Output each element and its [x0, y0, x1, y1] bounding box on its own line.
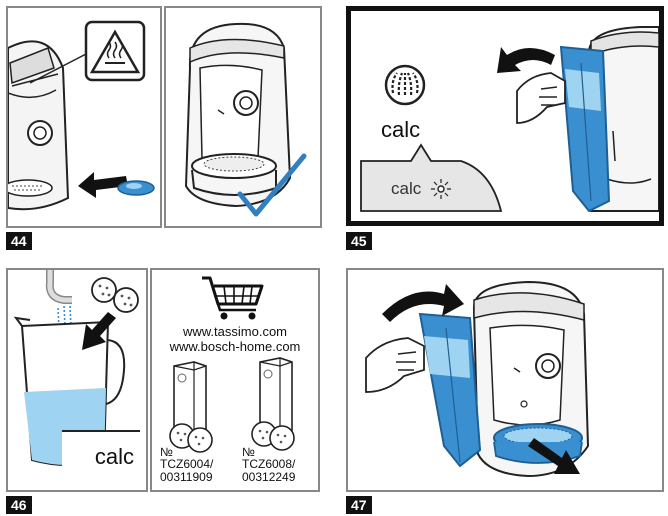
jug-calc-label: calc — [94, 444, 134, 469]
control-panel-display — [360, 143, 503, 212]
product-1-code-line-1: TCZ6004/ — [160, 457, 214, 471]
step-45-panel: calc calc — [346, 6, 664, 226]
machine-assembled-illustration — [184, 22, 292, 208]
blinking-light-icon — [431, 179, 451, 199]
insert-tray-arrow-icon — [78, 172, 155, 198]
step-46-left-panel: calc — [6, 268, 148, 492]
product-1-code-line-2: 00311909 — [160, 470, 213, 484]
step-44-right-panel — [164, 6, 322, 228]
machine-with-tank-illustration — [516, 26, 659, 213]
product-2-code-line-2: 00312249 — [242, 470, 296, 484]
hot-surface-warning-icon — [84, 20, 146, 82]
calc-indicator-icon — [384, 64, 426, 106]
step-44-left-panel — [6, 6, 162, 228]
machine-drip-tray-illustration — [8, 40, 89, 211]
calc-indicator-label: calc — [381, 117, 421, 142]
pull-tank-arrow-icon — [497, 47, 555, 73]
step-number-47: 47 — [346, 496, 372, 514]
step-number-45: 45 — [346, 232, 372, 250]
step-47-panel — [346, 268, 664, 492]
checkmark-icon — [237, 153, 307, 217]
descaler-package-1 — [169, 361, 213, 453]
push-tank-arrow-icon — [382, 284, 464, 322]
product-1-number-sign: № — [160, 445, 173, 459]
drop-tablet-arrow-icon — [82, 312, 116, 350]
step-number-44: 44 — [6, 232, 32, 250]
jug-label-box: calc — [62, 430, 140, 484]
shop-url-bosch[interactable]: www.bosch-home.com — [169, 339, 301, 354]
step-number-46: 46 — [6, 496, 32, 514]
descaler-package-2 — [251, 357, 295, 451]
machine-reassembly-illustration — [365, 280, 590, 478]
calc-display-label: calc — [391, 179, 422, 198]
shopping-cart-icon — [202, 276, 264, 320]
shop-url-tassimo[interactable]: www.tassimo.com — [182, 324, 288, 339]
step-46-right-panel: www.tassimo.com www.bosch-home.com № TCZ… — [150, 268, 320, 492]
product-2-number-sign: № — [242, 445, 255, 459]
remove-tray-arrow-icon — [528, 438, 580, 474]
product-2-code-line-1: TCZ6008/ — [242, 457, 296, 471]
